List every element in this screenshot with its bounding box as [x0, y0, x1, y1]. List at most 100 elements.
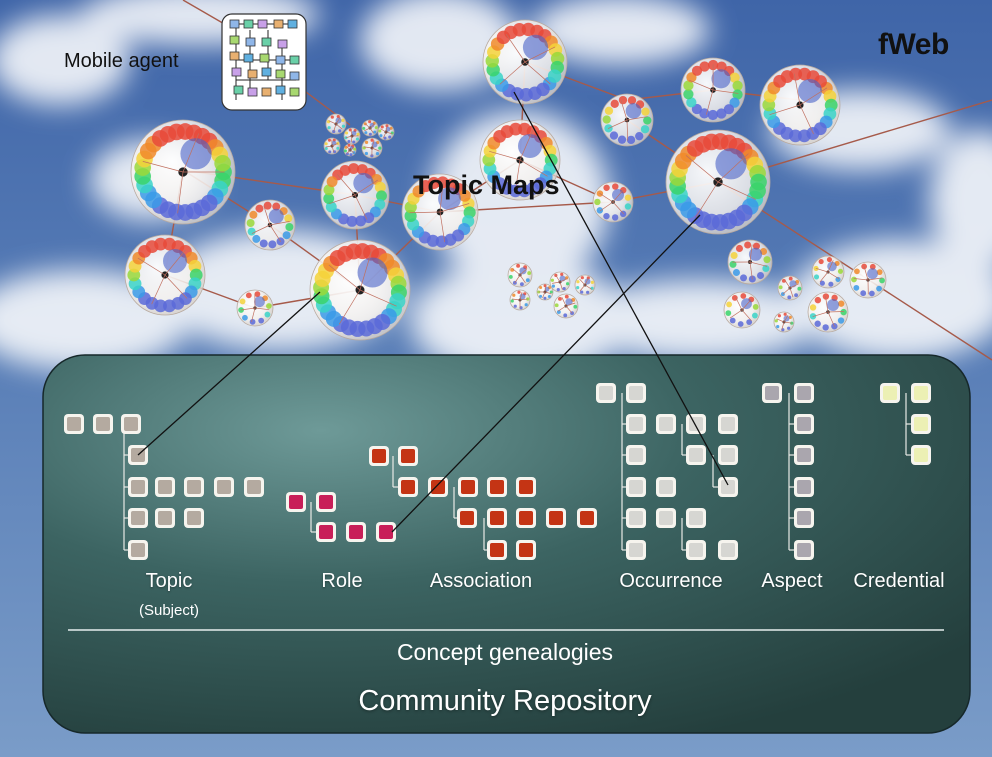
agent-cell [229, 35, 240, 45]
category-aspect: Aspect [761, 570, 823, 592]
topic-box [121, 414, 141, 434]
topic-box [128, 508, 148, 528]
category-credential: Credential [853, 570, 945, 592]
concept-genealogies-label: Concept genealogies [396, 639, 614, 665]
topic-map-cluster [600, 93, 654, 147]
credential-box [911, 414, 931, 434]
agent-cell [231, 67, 242, 77]
topic-map-clusters [124, 19, 887, 341]
occurrence-box [656, 508, 676, 528]
topic-map-cluster [323, 137, 341, 155]
aspect-box [762, 383, 782, 403]
association-box [516, 508, 536, 528]
topic-map-cluster [236, 289, 274, 327]
occurrence-box [596, 383, 616, 403]
topic-map-cluster [665, 129, 771, 235]
association-box [516, 540, 536, 560]
topic-map-cluster [507, 262, 533, 288]
agent-cell [261, 37, 272, 47]
occurrence-box [718, 414, 738, 434]
credential-box [911, 383, 931, 403]
topic-box [93, 414, 113, 434]
topic-map-cluster [401, 173, 479, 251]
topic-map-cluster [553, 293, 579, 319]
agent-cell [229, 51, 240, 61]
community-repository-label: Community Repository [358, 685, 652, 717]
concept-boxes [64, 383, 931, 560]
aspect-box [794, 508, 814, 528]
agent-cell [275, 85, 286, 95]
aspect-box [794, 540, 814, 560]
topic-map-cluster [130, 119, 236, 225]
agent-cell [243, 53, 254, 63]
topic-map-cluster [723, 291, 761, 329]
topic-map-cluster [309, 239, 411, 341]
association-box [369, 446, 389, 466]
association-box [487, 508, 507, 528]
topic-map-cluster [361, 119, 379, 137]
occurrence-box [626, 414, 646, 434]
topic-box [214, 477, 234, 497]
topic-box [184, 477, 204, 497]
occurrence-box [718, 540, 738, 560]
role-box [376, 522, 396, 542]
role-box [286, 492, 306, 512]
fweb-brand: fWeb [878, 28, 949, 61]
association-box [458, 477, 478, 497]
topic-map-cluster [574, 274, 596, 296]
topic-map-cluster [759, 64, 841, 146]
topic-box [64, 414, 84, 434]
topic-map-cluster [244, 199, 296, 251]
topic-box [244, 477, 264, 497]
association-box [398, 477, 418, 497]
role-box [316, 492, 336, 512]
credential-box [880, 383, 900, 403]
credential-box [911, 445, 931, 465]
topic-box [184, 508, 204, 528]
aspect-box [794, 383, 814, 403]
topic-map-cluster [680, 57, 746, 123]
agent-cell [261, 67, 272, 77]
agent-cell [273, 19, 284, 29]
agent-cell [289, 55, 300, 65]
category-association: Association [429, 570, 533, 592]
occurrence-box [718, 445, 738, 465]
occurrence-box [686, 445, 706, 465]
topic-map-cluster [727, 239, 773, 285]
occurrence-box [718, 477, 738, 497]
topic-map-cluster [479, 119, 561, 201]
topic-map-cluster [361, 137, 383, 159]
agent-cell [289, 87, 300, 97]
topic-map-cluster [549, 271, 571, 293]
agent-cell [259, 53, 270, 63]
agent-cell [247, 69, 258, 79]
occurrence-box [626, 540, 646, 560]
mobile-agent-label: Mobile agent [64, 50, 179, 72]
agent-cell [277, 39, 288, 49]
topic-map-cluster [807, 291, 849, 333]
topic-map-cluster [536, 283, 554, 301]
agent-cell [275, 55, 286, 65]
agent-cell [261, 87, 272, 97]
association-box [546, 508, 566, 528]
occurrence-box [626, 445, 646, 465]
occurrence-box [686, 540, 706, 560]
topic-box [155, 508, 175, 528]
topic-map-cluster [320, 160, 390, 230]
occurrence-box [626, 383, 646, 403]
topic-map-cluster [343, 127, 361, 145]
occurrence-box [626, 477, 646, 497]
topic-box [155, 477, 175, 497]
topic-box [128, 540, 148, 560]
topic-map-cluster [592, 181, 634, 223]
agent-cell [289, 71, 300, 81]
association-box [487, 540, 507, 560]
topic-maps-label: Topic Maps [413, 170, 560, 200]
role-box [346, 522, 366, 542]
topic-box [128, 477, 148, 497]
category-topic-sublabel: (Subject) [138, 602, 200, 619]
occurrence-box [686, 508, 706, 528]
category-occurrence: Occurrence [619, 570, 723, 592]
